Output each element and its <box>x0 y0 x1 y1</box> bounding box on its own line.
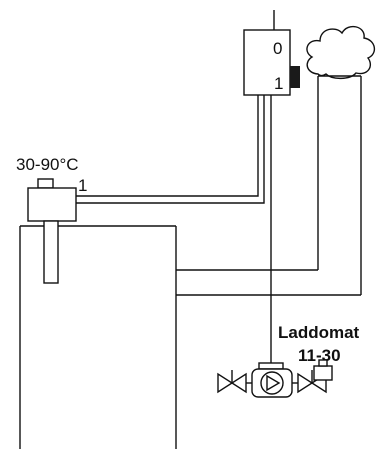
laddomat-name-label: Laddomat <box>278 323 360 342</box>
cloud-smoke-icon <box>306 25 375 80</box>
thermostat-terminal-label: 1 <box>78 176 87 195</box>
pump-icon <box>260 371 284 395</box>
laddomat-model-label: 11-30 <box>298 346 341 365</box>
chimney <box>317 75 362 295</box>
laddomat-unit <box>217 359 333 398</box>
thermostat: 30-90°C 1 <box>16 155 87 284</box>
thermostat-sensor <box>43 220 59 284</box>
switch-box: 0 1 <box>243 29 300 96</box>
valve-icon <box>217 370 247 394</box>
thermostat-body <box>27 187 77 222</box>
switch-knob <box>290 66 300 88</box>
switch-position-off-label: 0 <box>273 39 282 58</box>
thermostat-range-label: 30-90°C <box>16 155 79 174</box>
thermostat-cable <box>76 95 265 204</box>
switch-position-on-label: 1 <box>274 74 283 93</box>
thermostat-knob <box>37 178 54 189</box>
